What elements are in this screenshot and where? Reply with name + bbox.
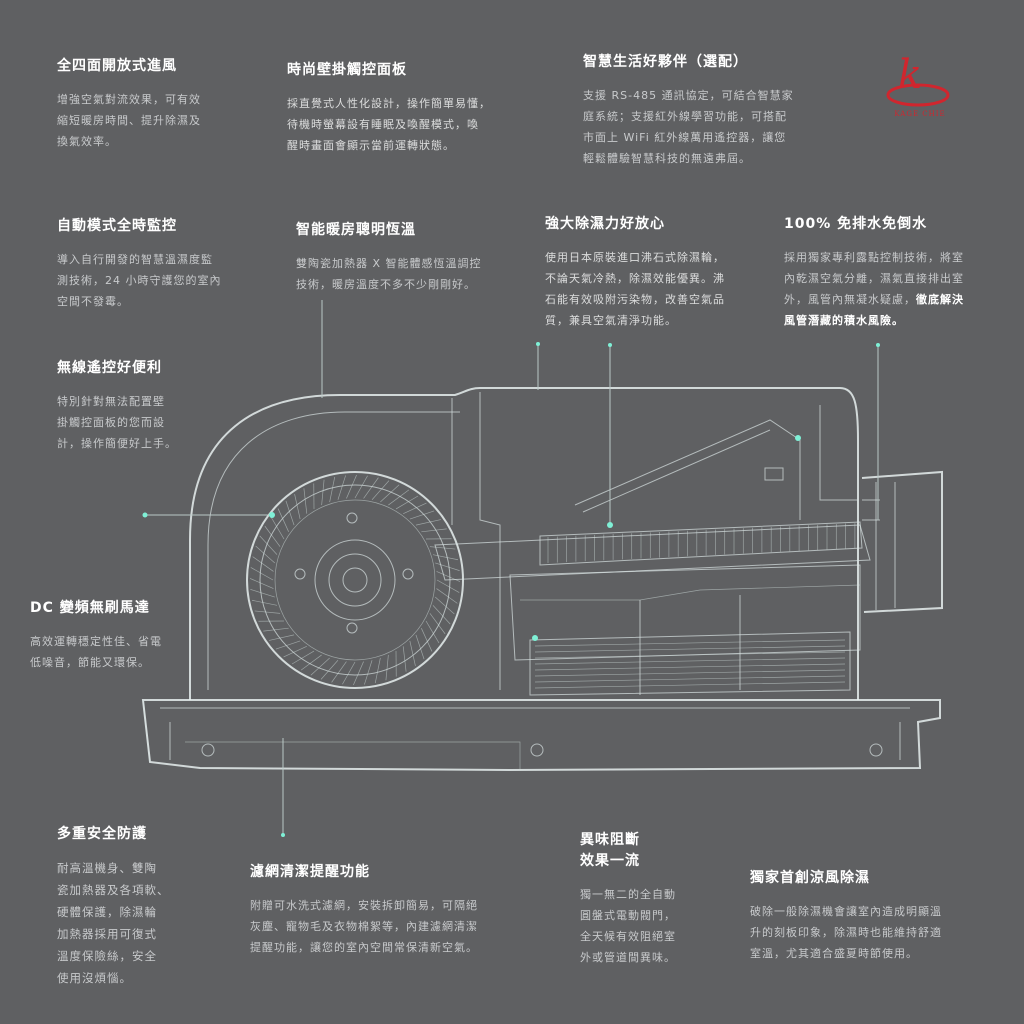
feature-body: 採用獨家專利露點控制技術，將室 內乾濕空氣分離，濕氣直接排出室 外，風管內無凝水… [784, 247, 1004, 331]
feature-title: 智慧生活好夥伴（選配） [583, 54, 748, 70]
feature-body: 支援 RS-485 通訊協定，可結合智慧家 庭系統；支援紅外線學習功能，可搭配 … [583, 89, 794, 165]
feature-title: 時尚壁掛觸控面板 [287, 62, 407, 78]
feature-body: 獨一無二的全自動 圓盤式電動閥門， 全天候有效阻絕室 外或管道間異味。 [580, 888, 676, 964]
feature-no-drain: 100% 免排水免倒水 採用獨家專利露點控制技術，將室 內乾濕空氣分離，濕氣直接… [784, 214, 1004, 331]
feature-remote: 無線遙控好便利 特別針對無法配置壁 掛觸控面板的您而設 計，操作簡便好上手。 [57, 358, 207, 454]
feature-body: 耐高溫機身、雙陶 瓷加熱器及各項軟、 硬體保護，除濕輪 加熱器採用可復式 溫度保… [57, 861, 170, 985]
callout-dots [142, 342, 880, 837]
brand-logo [886, 83, 950, 107]
feature-filter-reminder: 濾網清潔提醒功能 附贈可水洗式濾網，安裝拆卸簡易，可隔絕 灰塵、寵物毛及衣物棉絮… [250, 862, 520, 958]
feature-body: 採直覺式人性化設計，操作簡單易懂， 待機時螢幕設有睡眠及喚醒模式，喚 醒時畫面會… [287, 97, 491, 152]
feature-title: DC 變頻無刷馬達 [30, 600, 150, 616]
feature-title: 獨家首創涼風除濕 [750, 870, 870, 886]
feature-dehumidify: 強大除濕力好放心 使用日本原裝進口沸石式除濕輪， 不論天氣冷熱，除濕效能優異。沸… [545, 214, 765, 331]
feature-odor-block: 異味阻斷 效果一流 獨一無二的全自動 圓盤式電動閥門， 全天候有效阻絕室 外或管… [580, 830, 710, 968]
feature-cool-dehumidify: 獨家首創涼風除濕 破除一般除濕機會讓室內造成明顯溫 升的刻板印象，除濕時也能維持… [750, 868, 980, 964]
logo-text: KAGE CHIE [894, 110, 946, 118]
logo-letter: k [898, 52, 922, 98]
housing-shell [189, 387, 859, 700]
base-plate [141, 699, 941, 772]
exhaust-box [861, 470, 943, 613]
feature-auto-monitor: 自動模式全時監控 導入自行開發的智慧溫濕度監 測技術，24 小時守護您的室內 空… [57, 216, 257, 312]
feature-body: 附贈可水洗式濾網，安裝拆卸簡易，可隔絕 灰塵、寵物毛及衣物棉絮等，內建濾網清潔 … [250, 899, 478, 954]
dehumidifier-module [434, 419, 871, 696]
feature-open-intake: 全四面開放式進風 增強空氣對流效果，可有效 縮短暖房時間、提升除濕及 換氣效率。 [57, 56, 247, 152]
feature-title: 異味阻斷 效果一流 [580, 832, 640, 869]
feature-body: 破除一般除濕機會讓室內造成明顯溫 升的刻板印象，除濕時也能維持舒適 室溫，尤其適… [750, 905, 942, 960]
feature-title: 無線遙控好便利 [57, 360, 162, 376]
feature-title: 全四面開放式進風 [57, 58, 177, 74]
feature-smart-heating: 智能暖房聰明恆溫 雙陶瓷加熱器 X 智能體感恆溫調控 技術，暖房溫度不多不少剛剛… [296, 220, 526, 295]
feature-body: 特別針對無法配置壁 掛觸控面板的您而設 計，操作簡便好上手。 [57, 395, 177, 450]
feature-safety: 多重安全防護 耐高溫機身、雙陶 瓷加熱器及各項軟、 硬體保護，除濕輪 加熱器採用… [57, 824, 197, 989]
feature-title: 智能暖房聰明恆溫 [296, 222, 416, 238]
feature-title: 自動模式全時監控 [57, 218, 177, 234]
feature-body-bold: 徹底解決 風管潛藏的積水風險。 [784, 293, 964, 327]
feature-body: 雙陶瓷加熱器 X 智能體感恆溫調控 技術，暖房溫度不多不少剛剛好。 [296, 257, 482, 291]
feature-title: 強大除濕力好放心 [545, 216, 665, 232]
feature-body: 高效運轉穩定性佳、省電 低噪音，節能又環保。 [30, 635, 162, 669]
feature-smart-home: 智慧生活好夥伴（選配） 支援 RS-485 通訊協定，可結合智慧家 庭系統；支援… [583, 52, 823, 169]
feature-body-plain: 採用獨家專利露點控制技術，將室 內乾濕空氣分離，濕氣直接排出室 外，風管內無凝水… [784, 251, 964, 306]
feature-title: 100% 免排水免倒水 [784, 216, 928, 232]
callout-leaders [145, 300, 879, 835]
feature-title: 多重安全防護 [57, 826, 147, 842]
feature-body: 導入自行開發的智慧溫濕度監 測技術，24 小時守護您的室內 空間不發霉。 [57, 253, 222, 308]
feature-title: 濾網清潔提醒功能 [250, 864, 370, 880]
blower-fan [246, 471, 464, 689]
feature-dc-motor: DC 變頻無刷馬達 高效運轉穩定性佳、省電 低噪音，節能又環保。 [30, 598, 210, 673]
feature-body: 增強空氣對流效果，可有效 縮短暖房時間、提升除濕及 換氣效率。 [57, 93, 201, 148]
feature-touch-panel: 時尚壁掛觸控面板 採直覺式人性化設計，操作簡單易懂， 待機時螢幕設有睡眠及喚醒模… [287, 60, 527, 156]
feature-body: 使用日本原裝進口沸石式除濕輪， 不論天氣冷熱，除濕效能優異。沸 石能有效吸附污染… [545, 251, 725, 327]
